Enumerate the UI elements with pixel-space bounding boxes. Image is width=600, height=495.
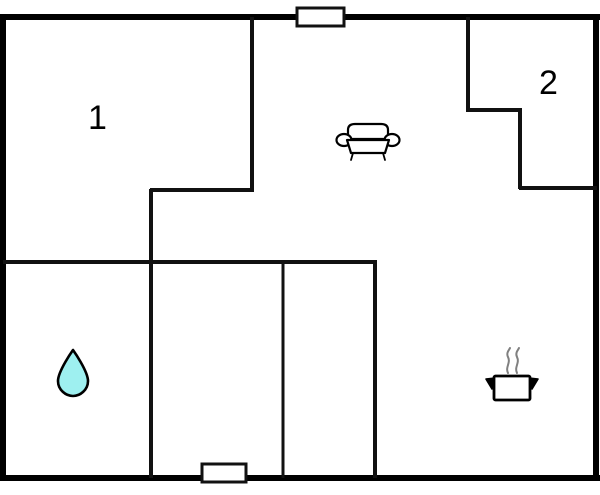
- window-top: [295, 6, 346, 28]
- window-top-frame: [295, 6, 346, 28]
- sofa-seat: [345, 138, 391, 155]
- room-label-1: 1: [88, 99, 107, 137]
- sofa-leg-right: [382, 152, 386, 161]
- window-bottom-frame: [200, 462, 248, 484]
- interior-walls-group: [3, 17, 597, 478]
- sofa-backrest: [346, 122, 390, 141]
- water-drop-shape: [56, 348, 90, 398]
- pot-body: [492, 374, 532, 402]
- openings-group: [200, 6, 346, 484]
- water-drop-icon: [56, 348, 90, 398]
- window-bottom: [200, 462, 248, 484]
- exterior-walls-group: [0, 14, 600, 481]
- sofa-icon: [335, 122, 401, 161]
- room-label-2: 2: [539, 64, 558, 102]
- sofa-leg-left: [350, 152, 354, 161]
- pot-steam-right: [515, 347, 520, 374]
- pot-steam-left: [506, 347, 511, 374]
- cooking-pot-icon: [485, 347, 539, 402]
